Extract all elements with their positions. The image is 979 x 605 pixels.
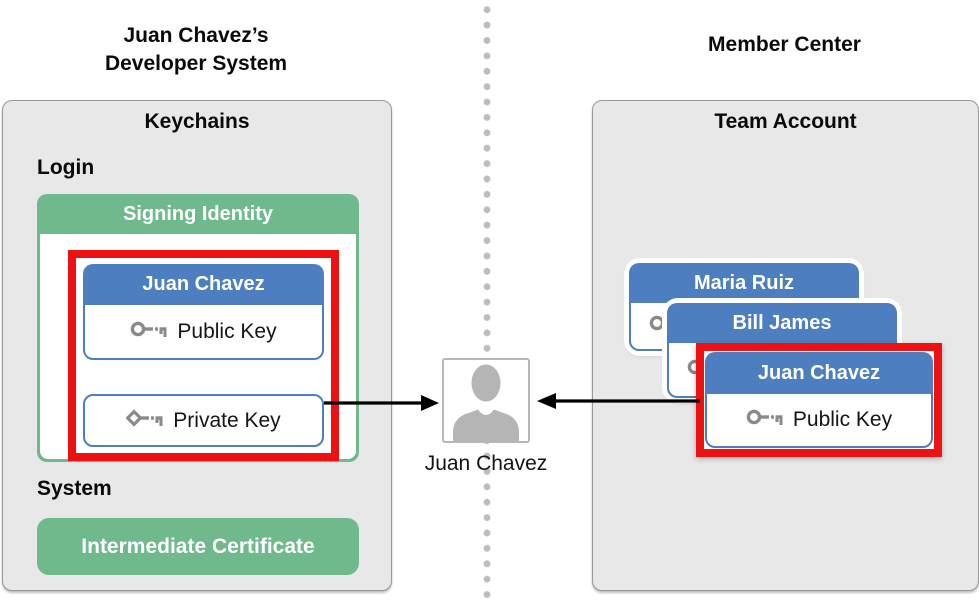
- team-account-title: Team Account: [714, 110, 857, 133]
- private-key-icon: [125, 407, 163, 435]
- team-account-panel: Team Account Maria Ruiz Bill James: [592, 100, 979, 591]
- right-heading: Member Center: [708, 33, 861, 56]
- system-keychain-label: System: [37, 477, 112, 500]
- person-name-label: Juan Chavez: [424, 452, 548, 475]
- private-key-card: Private Key: [83, 394, 324, 447]
- left-heading-line2: Developer System: [104, 52, 288, 75]
- member-name-maria: Maria Ruiz: [629, 263, 859, 303]
- keychains-panel: Keychains Login Signing Identity Juan Ch…: [2, 100, 392, 591]
- member-card-highlight: Juan Chavez Public Key: [696, 343, 942, 457]
- member-name-juan: Juan Chavez: [705, 352, 933, 394]
- public-key-icon: [130, 318, 167, 346]
- dotted-divider-line: [483, 2, 491, 603]
- member-public-key-row: Public Key: [705, 394, 933, 448]
- signing-identity-highlight: Juan Chavez Public: [68, 250, 339, 461]
- signing-identity-box: Signing Identity Juan Chavez: [37, 194, 359, 462]
- left-heading: Juan Chavez’s Developer System: [0, 22, 392, 78]
- member-card-juan: Juan Chavez Public Key: [705, 352, 933, 448]
- intermediate-certificate-box: Intermediate Certificate: [37, 518, 359, 575]
- person-icon: [444, 364, 528, 445]
- public-key-row: Public Key: [83, 305, 324, 360]
- member-public-key-label: Public Key: [792, 408, 893, 431]
- public-key-icon: [746, 406, 783, 434]
- certificate-owner-name: Juan Chavez: [83, 264, 324, 305]
- left-to-person-arrow: [324, 395, 439, 411]
- private-key-label: Private Key: [173, 408, 281, 432]
- signing-identity-title: Signing Identity: [123, 203, 273, 225]
- left-heading-line1: Juan Chavez’s: [123, 24, 269, 47]
- keychains-title: Keychains: [144, 110, 250, 133]
- member-name-bill: Bill James: [667, 303, 897, 343]
- person-box: [442, 358, 530, 443]
- member-center-to-person-arrow: [537, 393, 700, 409]
- login-keychain-label: Login: [37, 156, 95, 179]
- public-key-label: Public Key: [177, 319, 277, 343]
- certificate-card: Juan Chavez Public: [83, 264, 324, 360]
